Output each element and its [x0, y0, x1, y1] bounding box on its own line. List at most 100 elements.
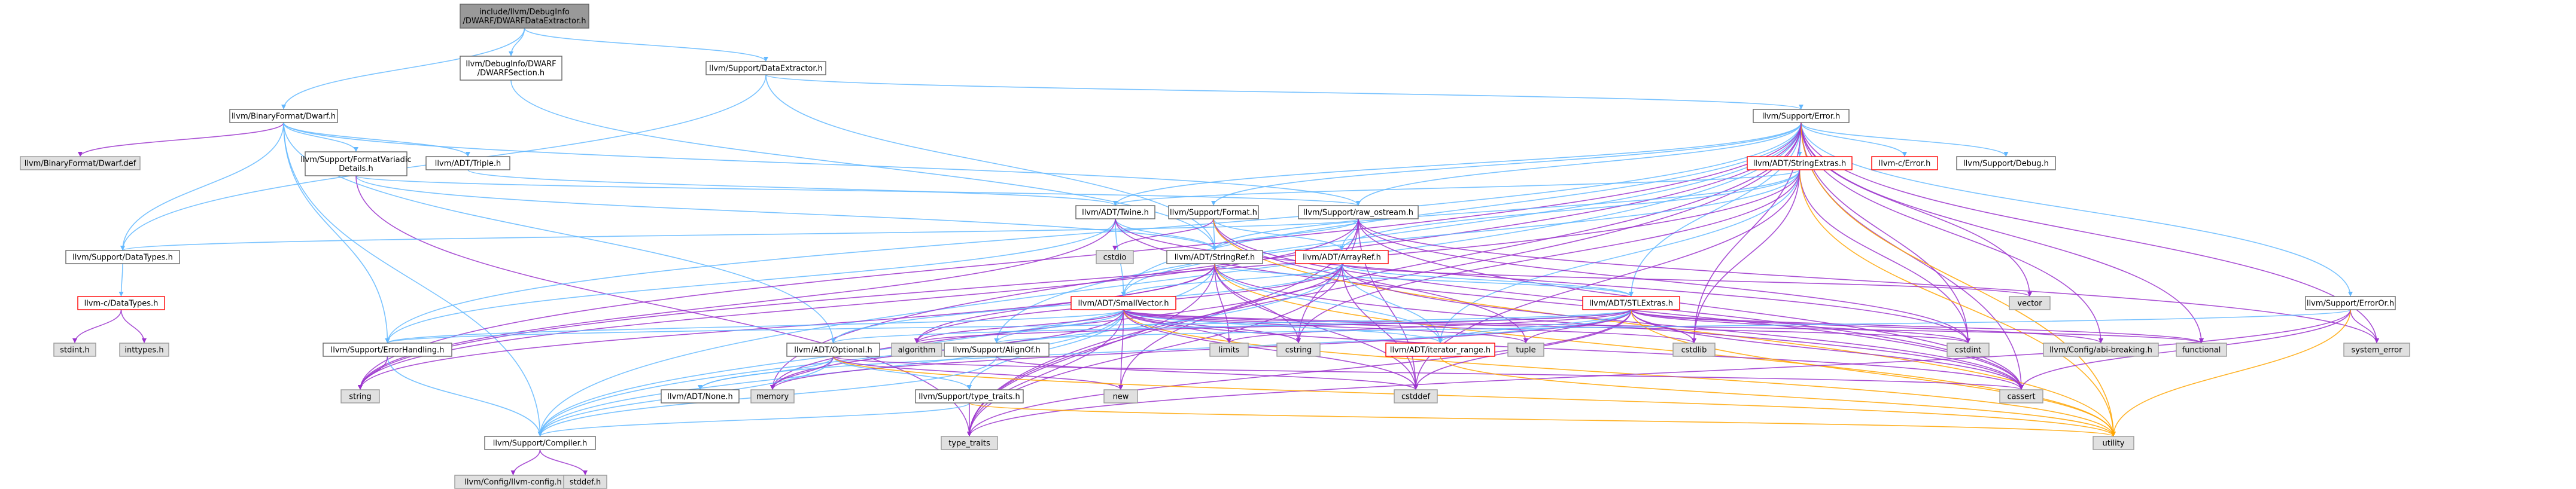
node-align_of[interactable]: llvm/Support/AlignOf.h	[944, 343, 1050, 357]
node-box	[941, 436, 998, 450]
edge-small_vector-to-align_of	[996, 309, 1124, 344]
node-box	[425, 156, 510, 170]
node-label: type_traits	[948, 439, 990, 448]
node-array_ref[interactable]: llvm/ADT/ArrayRef.h	[1295, 250, 1389, 264]
node-triple[interactable]: llvm/ADT/Triple.h	[425, 156, 510, 170]
node-data_extractor[interactable]: llvm/Support/DataExtractor.h	[705, 61, 826, 75]
node-llvm_config: llvm/Config/llvm-config.h	[454, 475, 572, 489]
node-compiler[interactable]: llvm/Support/Compiler.h	[484, 436, 596, 450]
node-error_handling[interactable]: llvm/Support/ErrorHandling.h	[323, 343, 452, 357]
node-string: string	[340, 389, 380, 404]
node-adt_none[interactable]: llvm/ADT/None.h	[661, 389, 740, 404]
node-support_format[interactable]: llvm/Support/Format.h	[1168, 205, 1259, 219]
edge-string_ref-to-type_traits	[969, 263, 1215, 437]
node-optional[interactable]: llvm/ADT/Optional.h	[786, 343, 880, 357]
node-box	[1298, 205, 1419, 219]
edge-optional-to-memory	[772, 356, 834, 390]
node-small_vector[interactable]: llvm/ADT/SmallVector.h	[1070, 296, 1176, 310]
edge-format_variadic-to-string_ref	[355, 175, 1215, 251]
node-box	[1070, 296, 1176, 310]
edge-string_ref-to-stl_extras	[1214, 263, 1632, 297]
node-utility: utility	[2093, 436, 2134, 450]
node-box	[915, 389, 1024, 404]
arrowhead	[118, 292, 124, 297]
arrowhead	[770, 385, 775, 390]
node-label: cstdint	[1955, 346, 1981, 355]
node-label: include/llvm/DebugInfo	[479, 8, 570, 17]
node-label: cstring	[1285, 346, 1312, 355]
node-label: llvm/Support/Debug.h	[1963, 160, 2049, 169]
edge-string_extras-to-small_vector	[1123, 169, 1801, 297]
node-label: tuple	[1516, 346, 1535, 355]
edge-compiler-to-llvm_config	[512, 449, 541, 476]
node-type_traits_h[interactable]: llvm/Support/type_traits.h	[915, 389, 1024, 404]
node-box	[1871, 156, 1938, 170]
edge-string_ref-to-string	[360, 263, 1215, 390]
edge-type_traits_h-to-compiler	[539, 402, 970, 437]
node-stdint: stdint.h	[53, 343, 96, 357]
node-cstdio: cstdio	[1096, 250, 1134, 264]
arrowhead	[1413, 385, 1418, 390]
edge-error_or-to-utility	[2113, 309, 2351, 437]
edge-small_vector-to-type_traits	[969, 309, 1124, 437]
edge-twine-to-cassert	[1115, 218, 2022, 390]
node-label: system_error	[2352, 346, 2403, 355]
node-box	[750, 389, 795, 404]
arrowhead	[510, 470, 516, 475]
node-label: llvm/ADT/Twine.h	[1082, 209, 1149, 218]
arrowhead	[1799, 105, 1803, 109]
node-dwarf_section[interactable]: llvm/DebugInfo/DWARF/DWARFSection.h	[460, 56, 562, 81]
arrowhead	[2098, 338, 2103, 343]
edge-raw_ostream-to-cstddef	[1358, 218, 1416, 390]
node-twine[interactable]: llvm/ADT/Twine.h	[1075, 205, 1155, 219]
node-c_data_types[interactable]: llvm-c/DataTypes.h	[77, 296, 165, 310]
node-binary_dwarf[interactable]: llvm/BinaryFormat/Dwarf.h	[229, 109, 338, 123]
edge-format_variadic-to-raw_ostream	[355, 175, 1359, 206]
arrowhead	[1121, 292, 1126, 297]
node-label: llvm/Support/AlignOf.h	[953, 346, 1041, 355]
node-abi_breaking: llvm/Config/abi-breaking.h	[2043, 343, 2159, 357]
node-iterator_range[interactable]: llvm/ADT/iterator_range.h	[1385, 343, 1495, 357]
node-type_traits: type_traits	[941, 436, 998, 450]
edge-support_error-to-twine	[1115, 122, 1802, 206]
edge-string_extras-to-string	[360, 169, 1801, 390]
node-llvm_c_error[interactable]: llvm-c/Error.h	[1871, 156, 1938, 170]
node-stl_extras[interactable]: llvm/ADT/STLExtras.h	[1582, 296, 1680, 310]
node-support_error[interactable]: llvm/Support/Error.h	[1753, 109, 1850, 123]
edge-support_error-to-support_format	[1213, 122, 1802, 206]
edge-optional-to-cassert	[832, 356, 2022, 390]
edge-string_extras-to-twine	[1115, 169, 1801, 206]
edge-twine-to-cstdint	[1115, 218, 1969, 344]
node-root[interactable]: include/llvm/DebugInfo/DWARF/DWARFDataEx…	[460, 4, 589, 29]
edge-string_extras-to-cstdint	[1799, 169, 1969, 344]
node-box	[1168, 205, 1259, 219]
node-error_or[interactable]: llvm/Support/ErrorOr.h	[2305, 296, 2396, 310]
arrowhead	[2003, 152, 2009, 157]
node-raw_ostream[interactable]: llvm/Support/raw_ostream.h	[1298, 205, 1419, 219]
edge-support_error-to-utility	[1801, 122, 2114, 437]
edge-raw_ostream-to-data_types	[122, 218, 1359, 251]
node-cstdint: cstdint	[1947, 343, 1990, 357]
node-label: llvm/ADT/None.h	[667, 393, 732, 402]
node-string_extras[interactable]: llvm/ADT/StringExtras.h	[1747, 156, 1853, 170]
node-data_types[interactable]: llvm/Support/DataTypes.h	[65, 250, 180, 264]
arrowhead	[120, 246, 125, 250]
node-label: llvm/Support/DataExtractor.h	[709, 65, 823, 74]
edge-raw_ostream-to-cassert	[1358, 218, 2022, 390]
node-string_ref[interactable]: llvm/ADT/StringRef.h	[1166, 250, 1263, 264]
arrowhead	[354, 147, 358, 152]
node-label: llvm/Support/raw_ostream.h	[1303, 209, 1413, 218]
edge-stl_extras-to-algorithm	[916, 309, 1632, 344]
node-support_debug[interactable]: llvm/Support/Debug.h	[1956, 156, 2056, 170]
edge-support_format-to-array_ref	[1213, 218, 1343, 251]
node-label: llvm/ADT/Triple.h	[435, 160, 501, 169]
edge-c_data_types-to-stdint	[74, 309, 122, 344]
node-box	[1209, 343, 1249, 357]
edge-binary_dwarf-to-format_variadic	[283, 122, 357, 152]
node-label: memory	[756, 393, 789, 402]
edge-iterator_range-to-utility	[1440, 356, 2114, 437]
node-label: llvm/Support/ErrorHandling.h	[331, 346, 445, 355]
node-inttypes: inttypes.h	[119, 343, 169, 357]
node-label: stdint.h	[60, 346, 89, 355]
